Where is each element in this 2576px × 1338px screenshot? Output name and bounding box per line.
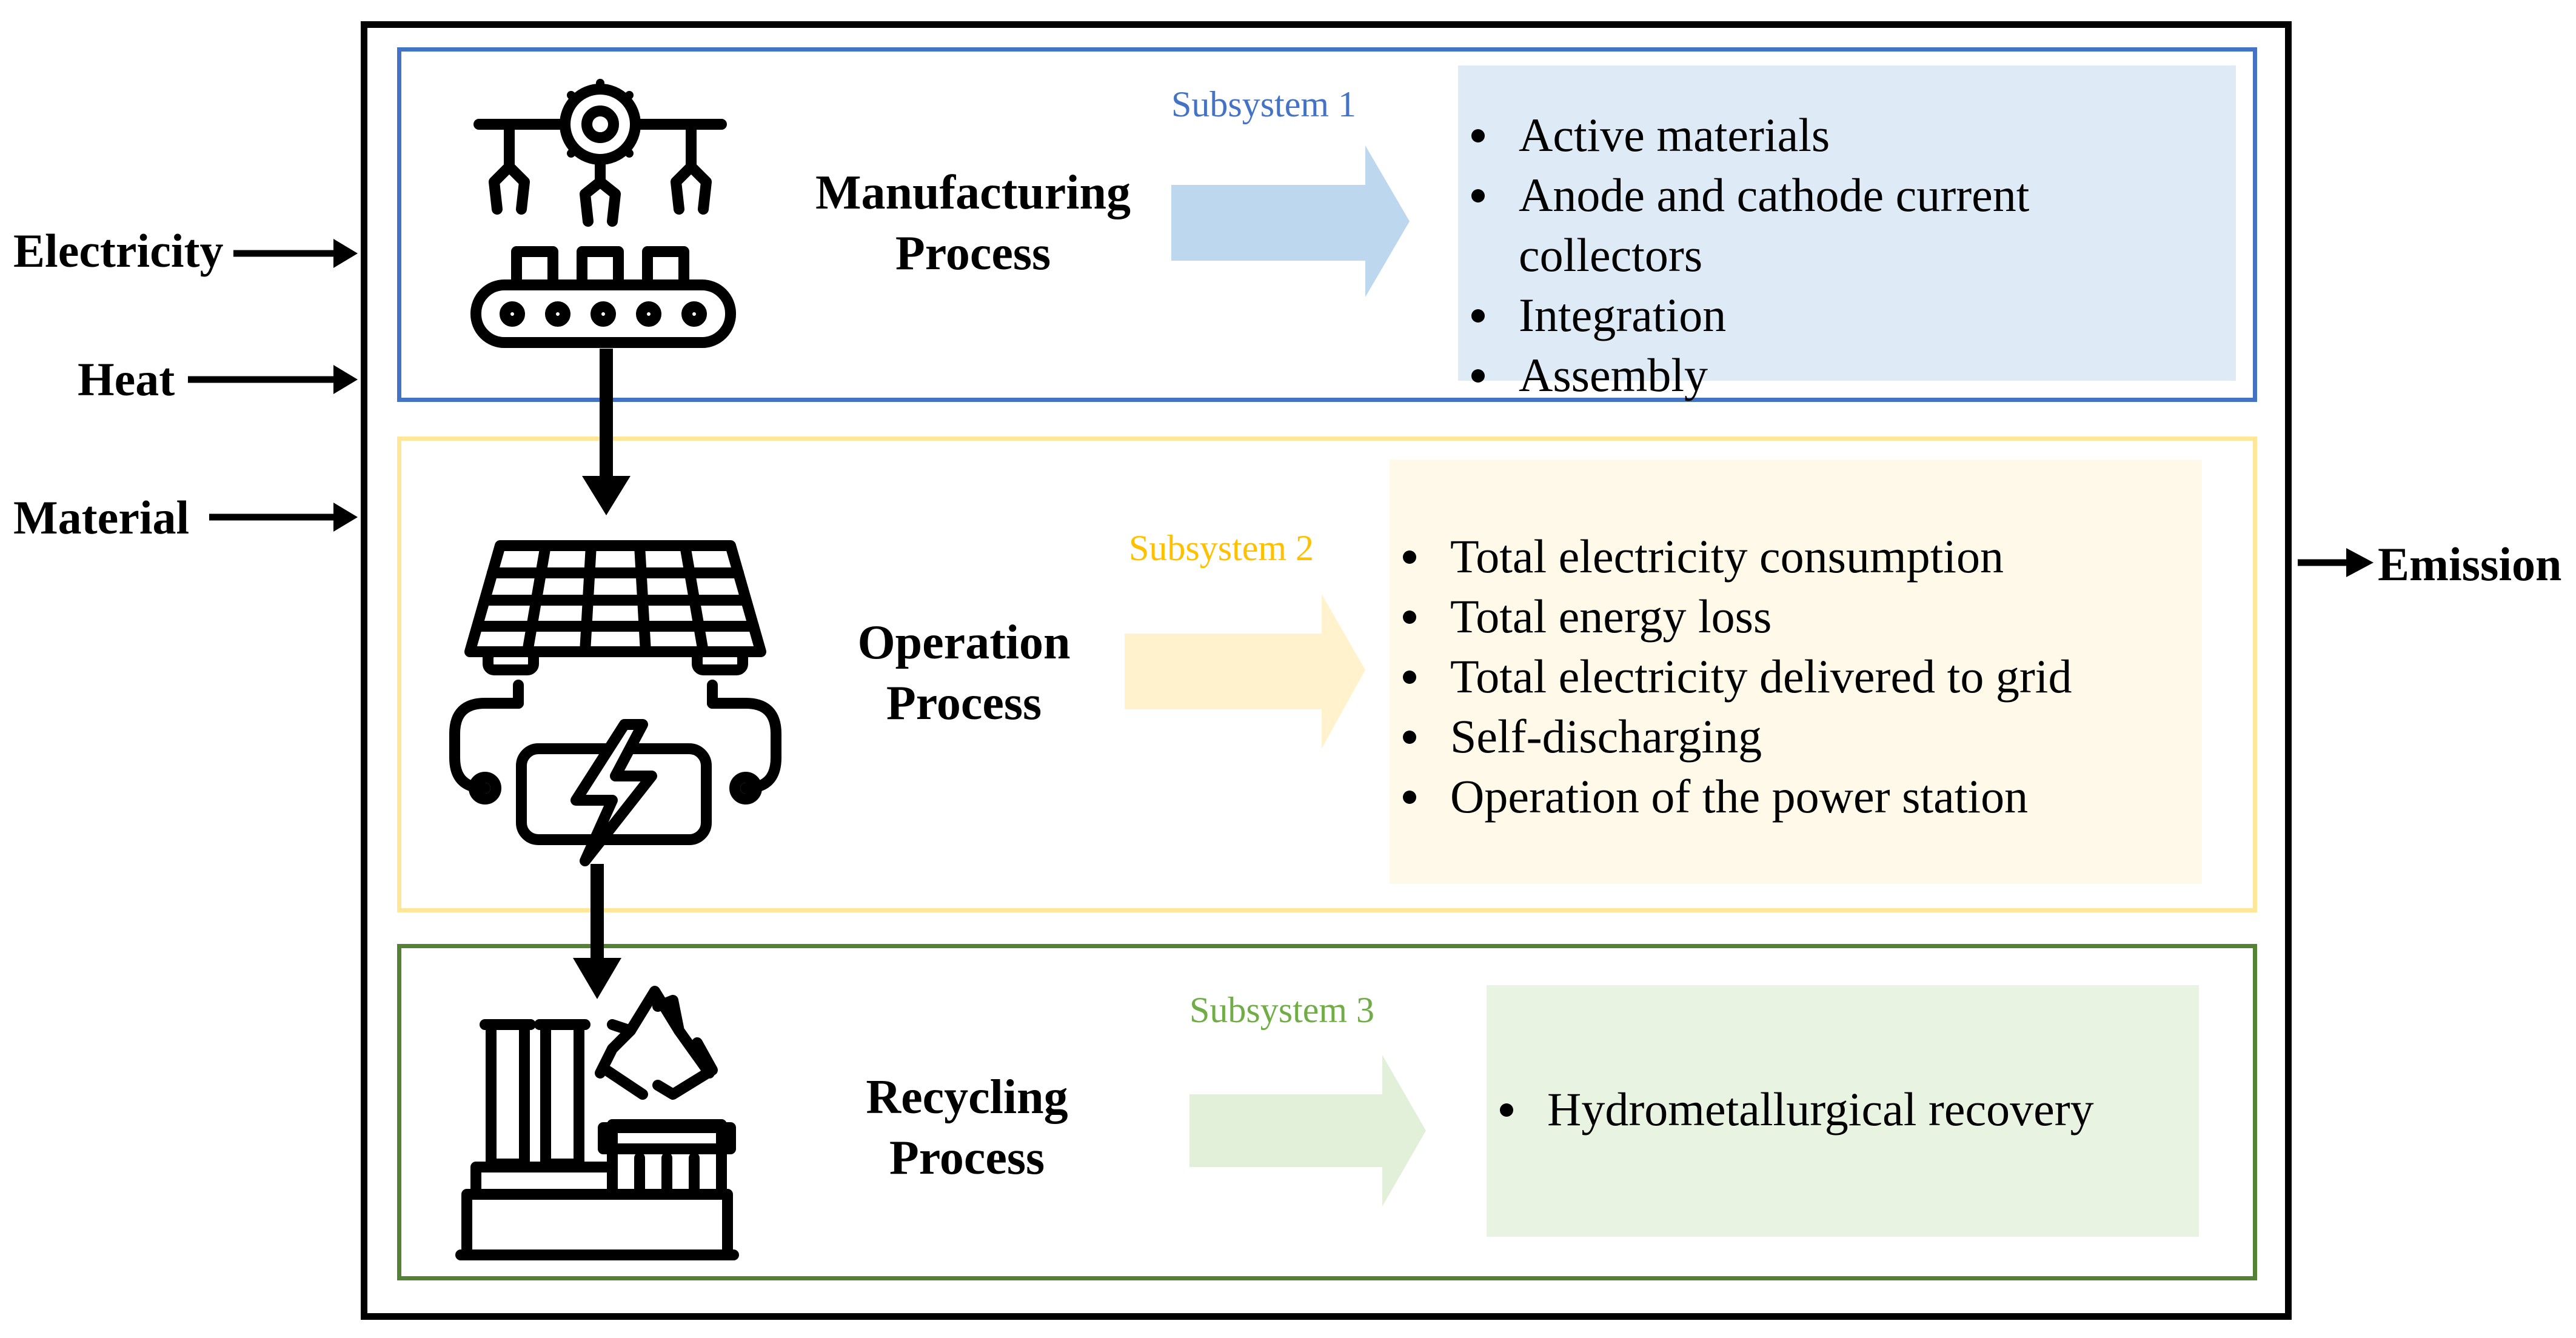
system-boundary [361,21,2292,1320]
input-heat-label: Heat [78,353,175,406]
arrow-operation-to-recycling [573,864,621,999]
list-item: Total electricity delivered to grid [1390,646,2202,706]
recycling-factory-icon [455,986,739,1260]
input-electricity-label: Electricity [13,224,224,277]
solar-panel-battery-icon [449,540,781,866]
subsystem-3-panel [397,944,2257,1280]
process-label-line1: Operation [857,616,1071,669]
list-item: Anode and cathode current collectors [1458,165,2052,285]
subsystem-1-label: Subsystem 1 [1171,84,1357,124]
list-item: Integration [1458,285,2236,345]
arrow-material-in [209,503,358,532]
output-emission-label: Emission [2378,538,2562,590]
subsystem-1-items: Active materials Anode and cathode curre… [1458,105,2236,405]
list-item: Assembly [1458,345,2236,405]
subsystem-2-label: Subsystem 2 [1129,528,1314,568]
subsystem-1-flow-arrow [1171,146,1410,297]
subsystem-3-items: Hydrometallurgical recovery [1487,1079,2199,1139]
subsystem-1-panel [397,47,2257,402]
process-label-line2: Process [886,677,1042,730]
arrow-emission-out [2298,548,2374,577]
list-item: Active materials [1458,105,2236,165]
process-label-line1: Manufacturing [815,166,1131,219]
subsystem-1-items-box: Active materials Anode and cathode curre… [1458,65,2236,401]
list-item: Operation of the power station [1390,766,2202,826]
subsystem-2-panel [397,437,2257,912]
subsystem-2-items: Total electricity consumption Total ener… [1390,526,2202,826]
process-label-line2: Process [889,1131,1045,1185]
operation-process-label: Operation Process [788,612,1140,734]
input-material-label: Material [13,491,190,544]
subsystem-3-flow-arrow [1189,1055,1426,1206]
arrow-electricity-in [233,239,358,268]
process-label-line1: Recycling [866,1071,1068,1124]
manufacturing-process-label: Manufacturing Process [782,162,1164,284]
subsystem-3-label: Subsystem 3 [1189,990,1375,1030]
subsystem-2-flow-arrow [1125,594,1365,749]
recycling-process-label: Recycling Process [794,1067,1140,1188]
arrow-manufacturing-to-operation [582,349,631,515]
list-item: Total energy loss [1390,586,2202,646]
subsystem-2-items-box: Total electricity consumption Total ener… [1390,460,2202,884]
list-item: Self-discharging [1390,706,2202,766]
subsystem-3-items-box: Hydrometallurgical recovery [1487,985,2199,1237]
list-item: Hydrometallurgical recovery [1487,1079,2199,1139]
arrow-heat-in [188,365,358,394]
list-item: Total electricity consumption [1390,526,2202,586]
factory-robot-conveyor-icon [470,79,736,348]
process-label-line2: Process [895,227,1051,280]
